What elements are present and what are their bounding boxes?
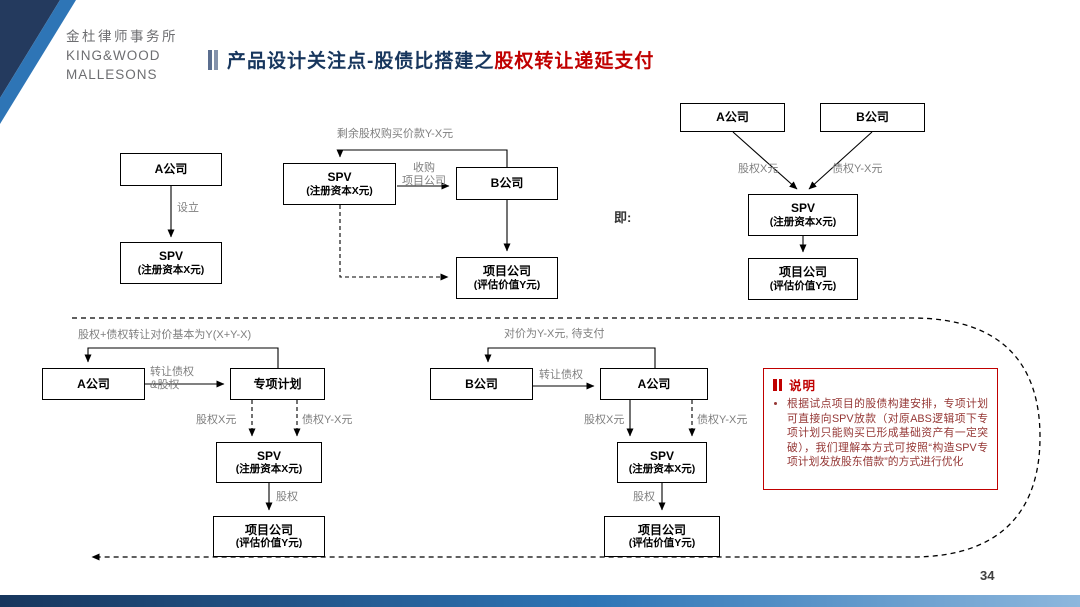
d5-proj-line2: (评估价值Y元) — [628, 537, 696, 550]
d2-proj-line1: 项目公司 — [482, 264, 531, 279]
d4-proj-line2: (评估价值Y元) — [235, 537, 303, 550]
d1-box-a-label: A公司 — [154, 162, 188, 177]
d3-intro-label: 即: — [614, 210, 632, 225]
d2-spv-line2: (注册资本X元) — [306, 184, 373, 197]
d5-top-bracket-arrow — [484, 347, 656, 368]
d1-setup-label: 设立 — [177, 202, 199, 214]
d5-debt-amount-label: 债权Y-X元 — [697, 414, 748, 426]
d5-spv-line2: (注册资本X元) — [628, 463, 696, 476]
d4-box-project-company: 项目公司 (评估价值Y元) — [213, 516, 325, 557]
d4-box-a-company: A公司 — [42, 368, 145, 400]
d2-top-label: 剩余股权购买价款Y-X元 — [336, 128, 454, 140]
d2-box-b-label: B公司 — [490, 176, 524, 191]
d3-a-to-spv-arrow — [732, 131, 798, 190]
d4-transfer-label-line1: 转让债权 — [150, 366, 194, 378]
d2-spv-to-proj-dashed-arrow — [339, 205, 449, 281]
d5-spv-line1: SPV — [649, 448, 674, 463]
footer-accent-bar — [0, 595, 1080, 607]
d5-equity-amount-label: 股权X元 — [584, 414, 625, 426]
d5-transfer-label: 转让债权 — [539, 369, 583, 381]
logo-en2: MALLESONS — [66, 67, 158, 82]
d1-spv-line1: SPV — [158, 249, 183, 264]
d5-box-a-company: A公司 — [600, 368, 708, 400]
d3-spv-line1: SPV — [790, 201, 815, 216]
title-prefix: 产品设计关注点-股债比搭建之 — [227, 51, 495, 72]
d2-acquire-label-line1: 收购 — [413, 162, 435, 174]
d3-box-b-label: B公司 — [856, 110, 889, 125]
title-highlight: 股权转让递延支付 — [494, 51, 655, 72]
note-list: 根据试点项目的股债构建安排，专项计划可直接向SPV放款（对原ABS逻辑项下专项计… — [787, 397, 988, 470]
note-title: 说明 — [789, 379, 817, 393]
logo-en1: KING&WOOD — [66, 48, 161, 63]
d3-box-spv: SPV (注册资本X元) — [748, 194, 858, 236]
d3-proj-line2: (评估价值Y元) — [769, 279, 837, 292]
note-bars-icon-2 — [778, 378, 782, 391]
d3-proj-line1: 项目公司 — [778, 265, 827, 280]
title-bars-icon — [208, 49, 212, 70]
d5-box-project-company: 项目公司 (评估价值Y元) — [604, 516, 720, 557]
d5-top-label: 对价为Y-X元, 待支付 — [504, 328, 605, 340]
d4-box-spv: SPV (注册资本X元) — [216, 442, 322, 483]
d1-box-spv: SPV (注册资本X元) — [120, 242, 222, 284]
d2-spv-line1: SPV — [327, 170, 352, 185]
d5-box-a-label: A公司 — [637, 376, 671, 391]
d4-transfer-label-line2: &股权 — [150, 379, 180, 391]
d4-spv-line2: (注册资本X元) — [235, 463, 303, 476]
d5-box-b-company: B公司 — [430, 368, 533, 400]
d5-box-spv: SPV (注册资本X元) — [617, 442, 707, 483]
d4-debt-amount-label: 债权Y-X元 — [302, 414, 353, 426]
d2-top-bracket-arrow — [336, 149, 508, 167]
d2-box-project-company: 项目公司 (评估价值Y元) — [456, 257, 558, 299]
d4-equity-amount-label: 股权X元 — [196, 414, 237, 426]
title-text: 产品设计关注点-股债比搭建之股权转让递延支付 — [227, 46, 654, 73]
d3-b-to-spv-arrow — [808, 131, 873, 190]
slide-title: 产品设计关注点-股债比搭建之股权转让递延支付 — [208, 46, 654, 73]
d4-plan-label: 专项计划 — [253, 376, 302, 391]
d1-spv-line2: (注册资本X元) — [137, 263, 205, 276]
d5-proj-line1: 项目公司 — [637, 522, 686, 537]
d4-spv-line1: SPV — [256, 448, 281, 463]
d4-top-bracket-arrow — [84, 347, 279, 368]
d3-box-a-company: A公司 — [680, 103, 785, 132]
d4-equity-label: 股权 — [276, 491, 298, 503]
d2-box-spv: SPV (注册资本X元) — [283, 163, 396, 205]
d5-equity-label: 股权 — [633, 491, 655, 503]
d3-equity-label: 股权X元 — [738, 163, 779, 175]
d4-box-special-plan: 专项计划 — [230, 368, 325, 400]
d4-transfer-label: 转让债权 &股权 — [150, 366, 194, 392]
d2-acquire-label-line2: 项目公司 — [402, 175, 446, 187]
d3-box-b-company: B公司 — [820, 103, 925, 132]
title-bars-icon-2 — [214, 49, 218, 70]
kwm-logo-mark — [0, 0, 76, 124]
note-bullet: 根据试点项目的股债构建安排，专项计划可直接向SPV放款（对原ABS逻辑项下专项计… — [787, 397, 988, 470]
note-bars-icon — [773, 378, 777, 391]
note-box: 说明 根据试点项目的股债构建安排，专项计划可直接向SPV放款（对原ABS逻辑项下… — [763, 368, 998, 490]
d4-box-a-label: A公司 — [77, 376, 110, 391]
note-header: 说明 — [773, 375, 988, 394]
d5-box-b-label: B公司 — [465, 376, 498, 391]
d3-spv-line2: (注册资本X元) — [769, 215, 837, 228]
logo-cn: 金杜律师事务所 — [66, 29, 178, 44]
d2-proj-line2: (评估价值Y元) — [473, 278, 541, 291]
kwm-logo-text: 金杜律师事务所 KING&WOOD MALLESONS — [66, 27, 178, 84]
d2-acquire-label: 收购 项目公司 — [399, 162, 449, 188]
page-number: 34 — [980, 568, 995, 583]
d3-box-project-company: 项目公司 (评估价值Y元) — [748, 258, 858, 300]
d4-proj-line1: 项目公司 — [244, 522, 293, 537]
d4-top-label: 股权+债权转让对价基本为Y(X+Y-X) — [78, 329, 252, 341]
d1-box-a-company: A公司 — [120, 153, 222, 186]
d3-debt-label: 债权Y-X元 — [832, 163, 883, 175]
d2-box-b-company: B公司 — [456, 167, 558, 200]
big-dashed-loop-arrow — [72, 317, 1041, 561]
d3-box-a-label: A公司 — [716, 110, 749, 125]
